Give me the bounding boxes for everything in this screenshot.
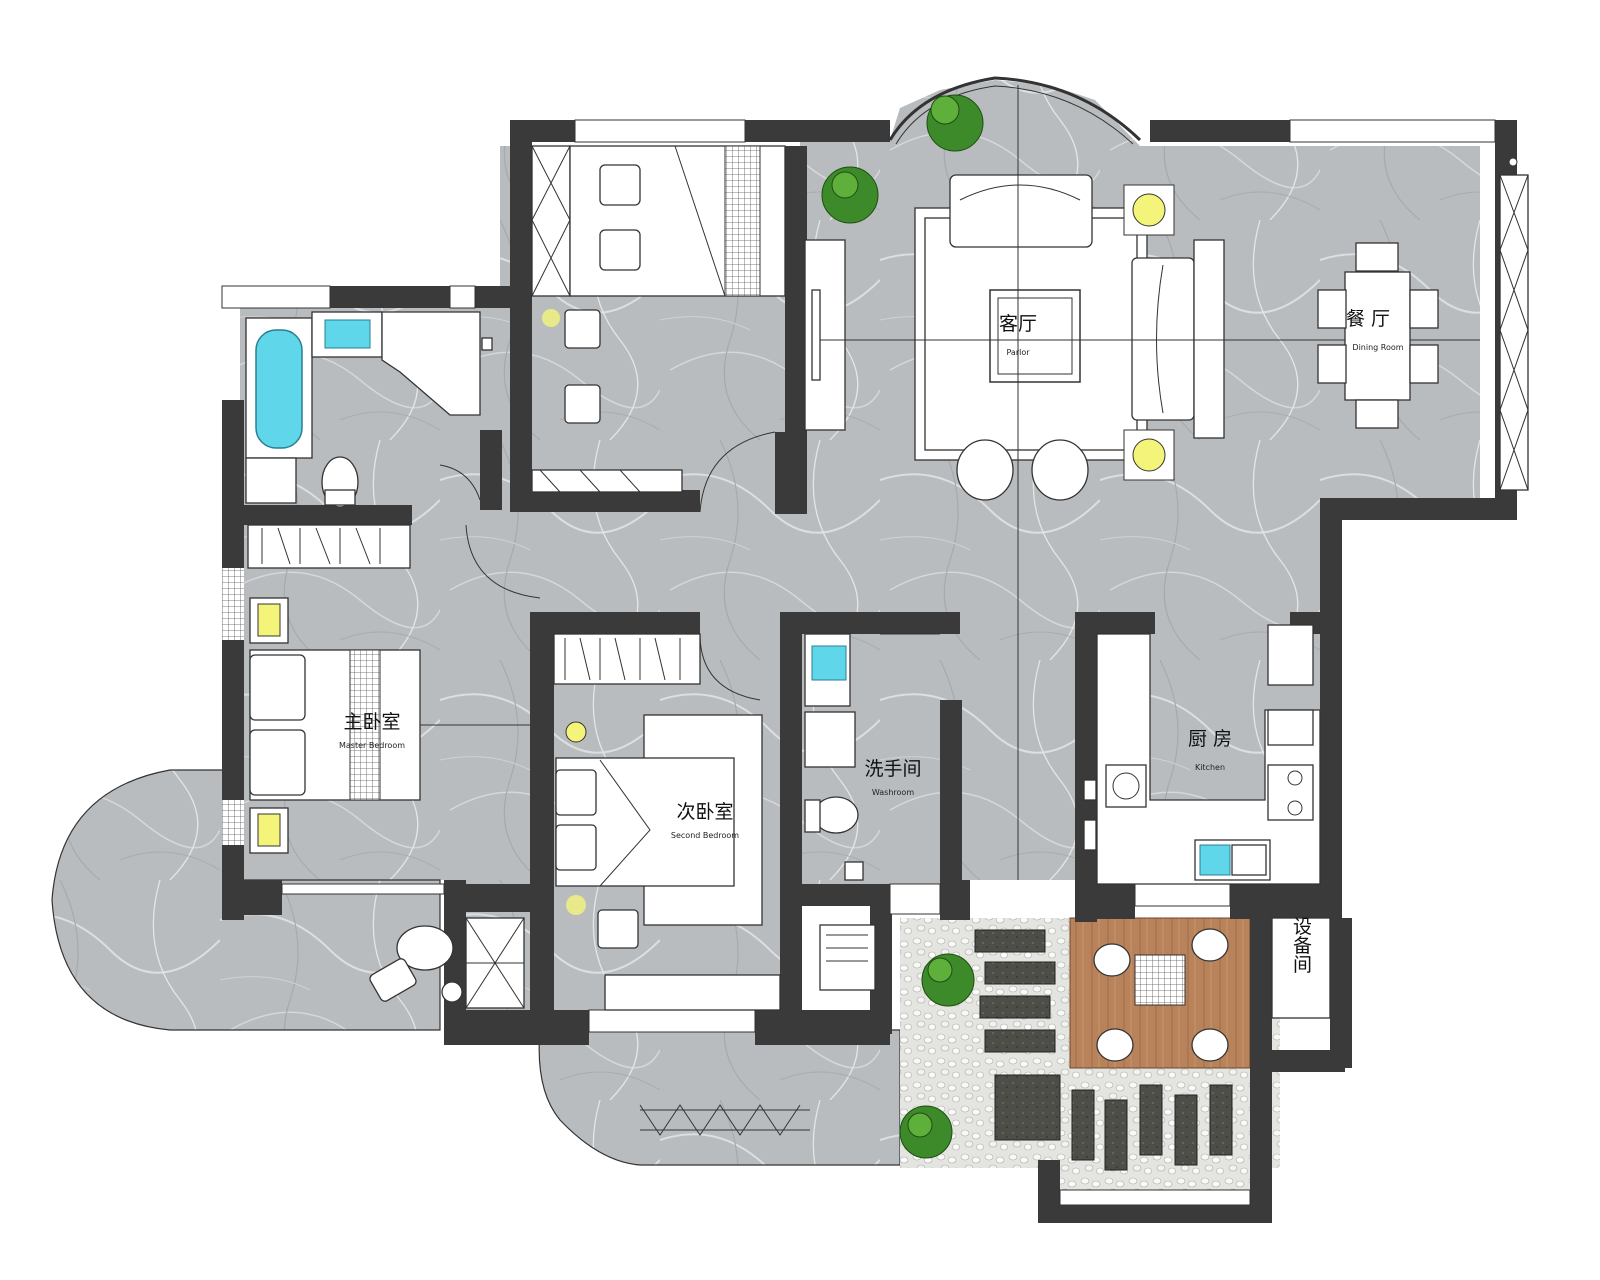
plants [821,94,984,1159]
master-bathroom [245,311,493,508]
sink-icon [324,319,371,349]
stove-icon [1287,770,1303,786]
study-room [531,145,846,493]
windows [221,76,1496,1206]
lounge-chair [1031,439,1089,501]
parlor-label: 客厅 [999,313,1037,335]
washroom-label: 洗手间 [864,758,921,780]
master-label: 主卧室 [343,711,400,733]
master-label-en: Master Bedroom [339,741,405,750]
dining-room [1317,157,1529,491]
lamp-icon [542,309,560,327]
washer-icon [1112,772,1140,800]
dining-label: 餐 厅 [1346,308,1390,330]
sink-icon [1199,844,1231,876]
doors [439,431,776,513]
second-label: 次卧室 [676,801,733,823]
living-room [820,85,1480,880]
washroom [804,633,940,991]
dining-label-en: Dining Room [1352,343,1403,352]
walls [222,120,1517,1223]
equipment-label: 设备间 [1290,916,1312,973]
outdoor [369,917,1331,1171]
second-label-en: Second Bedroom [671,831,739,840]
room-labels: 客厅 Parlor 餐 厅 Dining Room 主卧室 Master Bed… [339,308,1404,974]
kitchen-label: 厨 房 [1188,728,1232,750]
kitchen [1083,624,1321,885]
balcony-bottom [538,1029,901,1166]
parlor-label-en: Parlor [1006,348,1030,357]
bathtub-icon [255,329,303,449]
kitchen-label-en: Kitchen [1195,763,1225,772]
lounge-chair [956,439,1014,501]
washroom-label-en: Washroom [872,788,914,797]
lamp-icon [1132,193,1166,227]
second-bedroom [465,633,781,1011]
stove-icon [1287,800,1303,816]
master-bedroom [222,524,541,854]
sink-icon [811,645,847,681]
lamp-icon [1132,438,1166,472]
